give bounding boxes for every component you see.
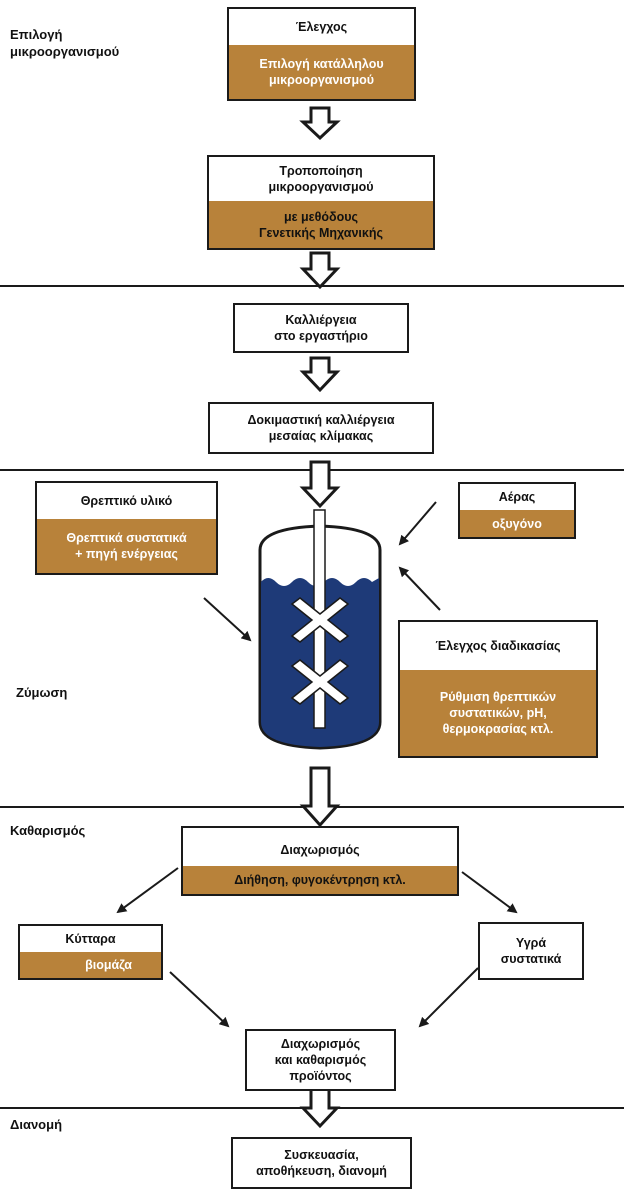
box-nutrient-detail: Θρεπτικά συστατικά + πηγή ενέργειας <box>37 519 216 573</box>
stage-label-fermentation: Ζύμωση <box>16 685 68 700</box>
box-process-control: Έλεγχος διαδικασίας Ρύθμιση θρεπτικών συ… <box>398 620 598 758</box>
box-control-title: Έλεγχος <box>295 20 348 34</box>
box-air-title: Αέρας <box>498 490 536 504</box>
box-control: Έλεγχος Επιλογή κατάλληλου μικροοργανισμ… <box>227 7 416 101</box>
box-control-detail: Επιλογή κατάλληλου μικροοργανισμού <box>229 45 414 99</box>
arrow-liquids-to-product <box>418 967 479 1028</box>
stage-label-distribution: Διανομή <box>10 1117 63 1132</box>
divider-1 <box>0 285 624 287</box>
fermenter-tank <box>258 509 382 750</box>
box-lab-culture: Καλλιέργεια στο εργαστήριο <box>233 303 409 353</box>
arrow-sep-to-cells <box>116 867 179 914</box>
arrow-control-to-tank <box>398 566 441 611</box>
arrow-cells-to-product <box>169 971 230 1028</box>
box-air: Αέρας οξυγόνο <box>458 482 576 539</box>
arrow-sep-to-liquids <box>461 871 518 914</box>
box-packaging: Συσκευασία, αποθήκευση, διανομή <box>231 1137 412 1189</box>
arrow-nutrient-to-tank <box>203 597 252 642</box>
arrow-air-to-tank <box>398 501 437 546</box>
box-pilot-culture: Δοκιμαστική καλλιέργεια μεσαίας κλίμακας <box>208 402 434 454</box>
flow-arrow-6 <box>299 1084 341 1129</box>
box-air-detail: οξυγόνο <box>460 510 574 537</box>
box-modification-detail: με μεθόδους Γενετικής Μηχανικής <box>209 201 433 248</box>
box-separation-detail: Διήθηση, φυγοκέντρηση κτλ. <box>183 866 457 894</box>
box-cells-detail: βιομάζα <box>20 952 161 978</box>
box-product-separation: Διαχωρισμός και καθαρισμός προϊόντος <box>245 1029 396 1091</box>
box-nutrient-title: Θρεπτικό υλικό <box>80 494 173 508</box>
stage-label-selection: Επιλογή μικροοργανισμού <box>10 27 120 59</box>
box-modification-title: Τροποποίηση μικροοργανισμού <box>268 164 374 194</box>
box-cells-title: Κύτταρα <box>65 932 116 946</box>
box-process-control-detail: Ρύθμιση θρεπτικών συστατικών, pH, θερμοκ… <box>400 670 596 756</box>
box-liquids: Υγρά συστατικά <box>478 922 584 980</box>
box-cells: Κύτταρα βιομάζα <box>18 924 163 980</box>
box-separation-title: Διαχωρισμός <box>280 843 360 857</box>
flow-arrow-5 <box>299 766 341 828</box>
box-separation: Διαχωρισμός Διήθηση, φυγοκέντρηση κτλ. <box>181 826 459 896</box>
flow-arrow-4 <box>299 460 341 509</box>
box-process-control-title: Έλεγχος διαδικασίας <box>435 639 561 653</box>
flow-arrow-2 <box>299 251 341 290</box>
box-modification: Τροποποίηση μικροοργανισμού με μεθόδους … <box>207 155 435 250</box>
stage-label-purification: Καθαρισμός <box>10 823 86 838</box>
flow-arrow-1 <box>299 106 341 141</box>
box-nutrient: Θρεπτικό υλικό Θρεπτικά συστατικά + πηγή… <box>35 481 218 575</box>
flow-arrow-3 <box>299 356 341 393</box>
